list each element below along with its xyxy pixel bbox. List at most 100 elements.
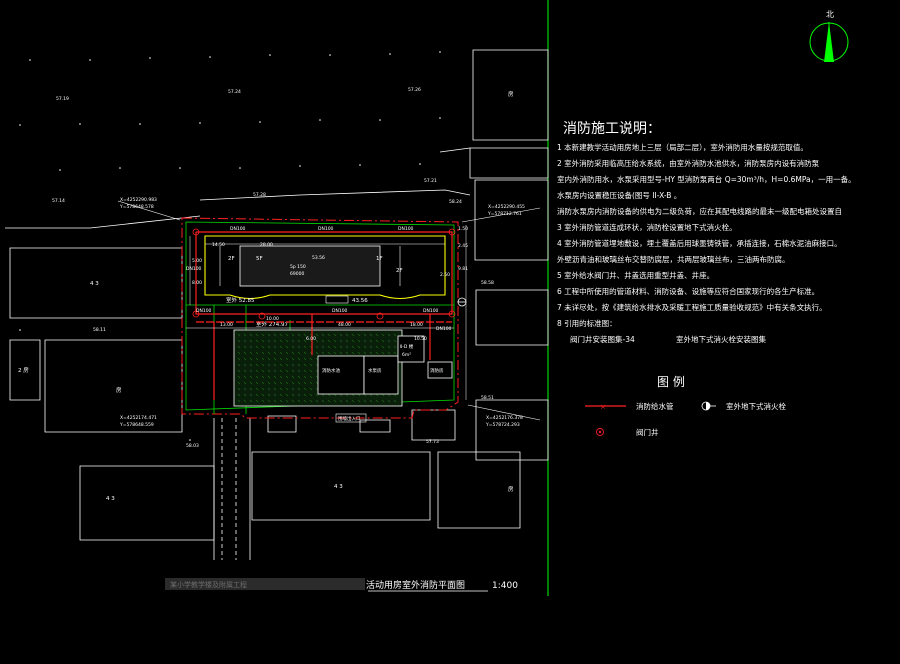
hatch-mark <box>333 333 337 337</box>
std-ref-b: 室外地下式消火栓安装图集 <box>676 334 766 344</box>
hatch-mark <box>285 399 289 403</box>
coord-se-y: Y=578724.293 <box>485 422 520 428</box>
hatch-mark <box>291 369 295 373</box>
hatch-mark <box>303 357 307 361</box>
note-line: 水泵房内设置稳压设备(图号 II-X-B 。 <box>557 190 681 200</box>
hatch-mark <box>243 393 247 397</box>
hatch-mark <box>327 351 331 355</box>
hatch-mark <box>237 369 241 373</box>
hatch-mark <box>333 339 337 343</box>
dn-label: DN100 <box>196 308 212 314</box>
sub-building-label: Ⅱ-D 楼 <box>400 343 414 350</box>
hatch-mark <box>339 399 343 403</box>
hatch-mark <box>273 369 277 373</box>
hatch-mark <box>255 351 259 355</box>
hatch-mark <box>279 399 283 403</box>
hatch-mark <box>297 375 301 379</box>
hatch-mark <box>243 369 247 373</box>
dn-label: DN100 <box>436 326 452 332</box>
hatch-mark <box>237 345 241 349</box>
hatch-mark <box>315 345 319 349</box>
hatch-mark <box>267 345 271 349</box>
note-line: 消防水泵房内消防设备的供电为二级负荷，应在其配电线路的最末一级配电箱处设置自 <box>557 206 842 216</box>
hatch-mark <box>243 357 247 361</box>
coord-ne-x: X=4252290.455 <box>488 204 525 210</box>
hatch-mark <box>297 351 301 355</box>
hatch-mark <box>387 333 391 337</box>
hatch-mark <box>309 399 313 403</box>
hatch-mark <box>279 351 283 355</box>
note-line: 3 室外消防管道连成环状，消防栓设置地下式消火栓。 <box>557 222 737 232</box>
hatch-mark <box>393 339 397 343</box>
hatch-mark <box>315 399 319 403</box>
legend-hydrant-label: 室外地下式消火栓 <box>726 401 786 411</box>
hatch-mark <box>255 381 259 385</box>
hatch-mark <box>345 333 349 337</box>
building-labels: 4 3 2 房 房 4 3 4 3 房 房 <box>18 90 514 502</box>
dim-label: 2.50 <box>440 272 450 278</box>
hatch-mark <box>267 333 271 337</box>
hatch-mark <box>261 351 265 355</box>
hatch-mark <box>303 351 307 355</box>
hatch-mark <box>243 387 247 391</box>
hatch-mark <box>285 369 289 373</box>
hatch-mark <box>351 333 355 337</box>
hatch-mark <box>297 345 301 349</box>
hatch-mark <box>237 351 241 355</box>
hatch-mark <box>309 375 313 379</box>
hatch-mark <box>285 381 289 385</box>
hatch-mark <box>285 345 289 349</box>
hatch-mark <box>279 339 283 343</box>
hatch-mark <box>237 393 241 397</box>
hatch-mark <box>351 339 355 343</box>
hatch-mark <box>249 381 253 385</box>
building-label: 房 <box>508 90 514 98</box>
hatch-mark <box>303 399 307 403</box>
hatch-mark <box>273 387 277 391</box>
hatch-mark <box>243 339 247 343</box>
building-label: 4 3 <box>90 281 99 287</box>
hatch-mark <box>249 351 253 355</box>
hatch-mark <box>261 357 265 361</box>
hatch-mark <box>267 393 271 397</box>
hatch-mark <box>315 339 319 343</box>
hatch-mark <box>381 345 385 349</box>
roads <box>213 418 251 560</box>
note-line: 7 未详尽处，按《建筑给水排水及采暖工程施工质量验收规范》中有关条文执行。 <box>557 302 827 312</box>
hatch-mark <box>321 333 325 337</box>
elevation-label: 58.51 <box>481 395 494 401</box>
hatch-mark <box>327 345 331 349</box>
hatch-mark <box>303 369 307 373</box>
hatch-mark <box>261 393 265 397</box>
hatch-mark <box>261 399 265 403</box>
elevation-label: 58.03 <box>186 443 199 449</box>
hatch-mark <box>291 387 295 391</box>
elevation-label: 58.11 <box>93 327 106 333</box>
sub-building-label: 消防房 <box>430 367 444 374</box>
hatch-mark <box>363 351 367 355</box>
hatch-mark <box>321 351 325 355</box>
dim-label: 2.45 <box>458 243 468 249</box>
hatch-mark <box>357 345 361 349</box>
hatch-mark <box>303 363 307 367</box>
hatch-mark <box>351 351 355 355</box>
hatch-mark <box>291 333 295 337</box>
note-line: 8 引用的标准图： <box>557 318 617 328</box>
hatch-mark <box>327 399 331 403</box>
dimension-labels: 13.00 48.00 18.00 2.45 5.00 8.00 10.00 6… <box>192 226 468 342</box>
hatch-mark <box>267 387 271 391</box>
hatch-mark <box>303 381 307 385</box>
hatch-mark <box>309 381 313 385</box>
hatch-mark <box>321 345 325 349</box>
hatch-mark <box>291 339 295 343</box>
elevation-label: 57.24 <box>228 89 241 95</box>
hatch-mark <box>345 345 349 349</box>
hatch-mark <box>243 333 247 337</box>
hatch-mark <box>261 375 265 379</box>
hatch-mark <box>369 339 373 343</box>
plan-title-block: 某小学教学楼及附属工程 活动用房室外消防平面图 1:400 <box>165 578 518 592</box>
hatch-mark <box>333 351 337 355</box>
valve-well-icon <box>596 428 604 436</box>
dn-label: DN100 <box>230 226 246 232</box>
hatch-mark <box>255 369 259 373</box>
